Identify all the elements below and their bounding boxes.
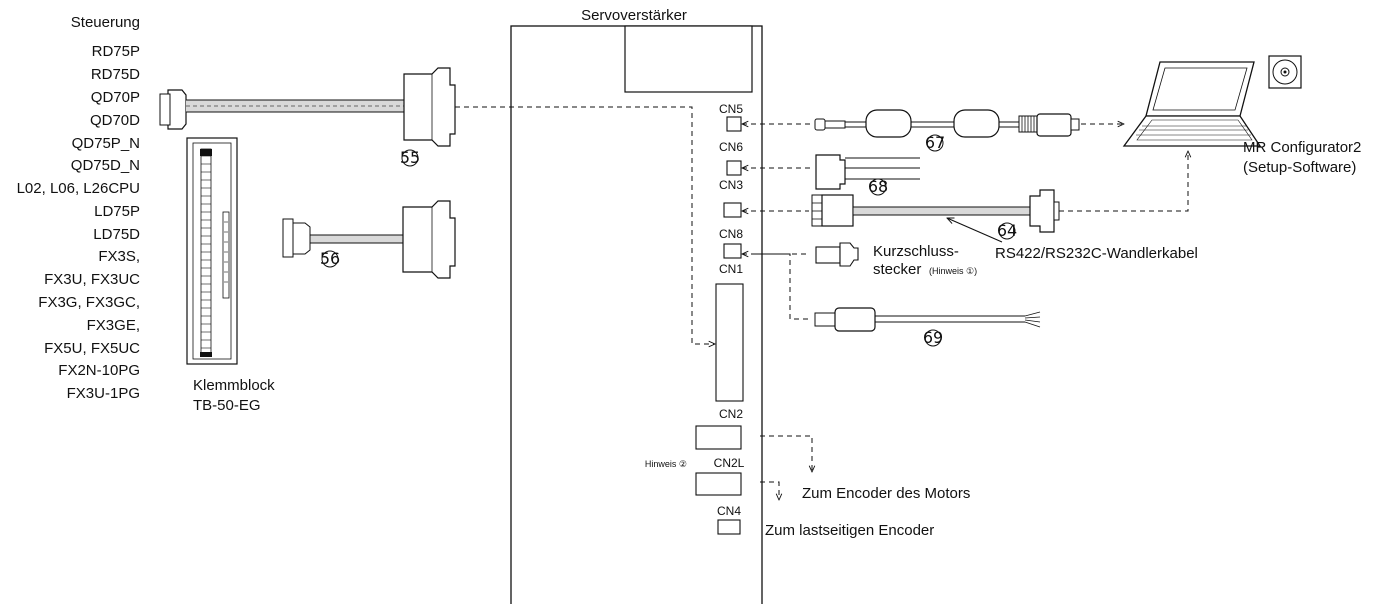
cable-68: 68 (742, 154, 920, 196)
connector-label-cn2: CN2 (719, 407, 743, 421)
encoder-links: Zum Encoder des Motors Zum lastseitigen … (760, 435, 970, 539)
servo-display-panel (624, 25, 753, 93)
terminal-block: Klemmblock TB-50-EG (186, 137, 275, 414)
controller-item: FX3S, (98, 248, 140, 265)
short-plug-label-2: stecker (873, 261, 921, 278)
cable-number-68: 68 (868, 177, 888, 196)
cable-number-69: 69 (923, 328, 943, 347)
cable-56: 56 (282, 200, 456, 279)
connector-cn6 (726, 160, 742, 176)
controller-item: L02, L06, L26CPU (17, 180, 140, 197)
cable-number-67: 67 (925, 133, 945, 152)
connector-label-cn4: CN4 (717, 504, 741, 518)
connector-cn8 (723, 243, 742, 259)
connector-cn2l (695, 472, 742, 496)
laptop-icon: MR Configurator2 (Setup-Software) (1122, 61, 1361, 176)
controller-item: FX3GE, (87, 317, 140, 334)
cable-number-55: 55 (400, 148, 420, 167)
connectors: CN5 CN6 CN3 CN8 CN1 CN2 CN2L Hinweis ② C… (645, 102, 745, 535)
controller-item: FX3U-1PG (67, 385, 140, 402)
controller-item: FX3U, FX3UC (44, 271, 140, 288)
controller-item: QD75D_N (71, 157, 140, 174)
connector-label-cn6: CN6 (719, 140, 743, 154)
terminal-block-model: TB-50-EG (193, 397, 261, 414)
software-label: MR Configurator2 (1243, 139, 1361, 156)
cable-number-64: 64 (997, 221, 1017, 240)
connector-cn5 (726, 116, 742, 132)
connector-label-cn1: CN1 (719, 262, 743, 276)
encoder-motor-label: Zum Encoder des Motors (802, 485, 970, 502)
connector-label-cn5: CN5 (719, 102, 743, 116)
cable-64: 64 RS422/RS232C-Wandlerkabel (742, 151, 1198, 262)
connector-label-cn3: CN3 (719, 178, 743, 192)
cable-55: 55 (159, 67, 456, 167)
controller-list: Steuerung RD75P RD75D QD70P QD70D QD75P_… (17, 14, 141, 402)
connector-cn3 (723, 202, 742, 218)
connector-label-cn2l: CN2L (714, 456, 745, 470)
converter-cable-label: RS422/RS232C-Wandlerkabel (995, 245, 1198, 262)
cd-icon (1268, 55, 1302, 89)
connector-cn2 (695, 425, 742, 450)
connector-cn4 (717, 519, 741, 535)
cn1-dashed-link (455, 106, 715, 344)
controller-item: FX2N-10PG (58, 362, 140, 379)
cable-69: 69 Kurzschluss- stecker (Hinweis ①) (742, 242, 1041, 347)
short-plug-label: Kurzschluss- (873, 243, 959, 260)
note-2: Hinweis ② (645, 459, 687, 469)
controller-item: QD70D (90, 112, 140, 129)
controller-item: QD75P_N (72, 135, 140, 152)
servo-title: Servoverstärker (581, 7, 687, 24)
controller-item: LD75D (93, 226, 140, 243)
controller-item: QD70P (91, 89, 140, 106)
cable-number-56: 56 (320, 249, 340, 268)
encoder-load-label: Zum lastseitigen Encoder (765, 522, 934, 539)
connector-label-cn8: CN8 (719, 227, 743, 241)
controller-item: FX3G, FX3GC, (38, 294, 140, 311)
cable-67: 67 (742, 109, 1124, 152)
controller-header: Steuerung (71, 14, 140, 31)
connector-cn1 (715, 283, 744, 402)
controller-item: FX5U, FX5UC (44, 340, 140, 357)
note-1: (Hinweis ①) (929, 266, 977, 276)
software-subtitle: (Setup-Software) (1243, 159, 1356, 176)
controller-item: RD75D (91, 66, 140, 83)
terminal-block-label: Klemmblock (193, 377, 275, 394)
controller-item: LD75P (94, 203, 140, 220)
controller-item: RD75P (92, 43, 140, 60)
